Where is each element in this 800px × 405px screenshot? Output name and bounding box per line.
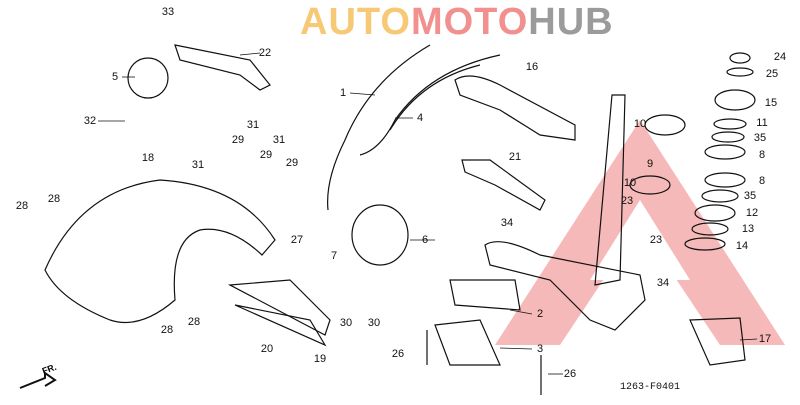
callout-8: 8 [758, 149, 766, 161]
callout-35: 35 [753, 132, 767, 144]
watermark-text: AUTOMOTOHUB [300, 0, 614, 44]
callout-5: 5 [111, 71, 119, 83]
wire-1 [327, 44, 431, 211]
watermark-hub: HUB [528, 1, 614, 43]
callout-7: 7 [330, 250, 338, 262]
callout-9: 9 [646, 158, 654, 170]
callout-10: 10 [633, 118, 647, 130]
callout-14: 14 [735, 240, 749, 252]
callout-20: 20 [260, 343, 274, 355]
callout-30b: 30 [367, 317, 381, 329]
callout-25: 25 [765, 68, 779, 80]
bearing-stack [629, 52, 756, 251]
steering-stem [594, 94, 626, 286]
callout-23b: 23 [649, 234, 663, 246]
bracket-2 [449, 279, 521, 311]
callout-29c: 29 [285, 157, 299, 169]
horn-6 [351, 204, 409, 266]
top-bridge [454, 75, 576, 141]
callout-34b: 34 [656, 277, 670, 289]
callout-3: 3 [536, 343, 544, 355]
callout-10b: 10 [623, 177, 637, 189]
watermark-auto: AUTO [300, 1, 411, 43]
mud-guard-20 [227, 279, 331, 336]
callout-6: 6 [421, 234, 429, 246]
callout-26: 26 [391, 348, 405, 360]
callout-35b: 35 [743, 190, 757, 202]
bracket-22 [174, 44, 271, 91]
callout-2: 2 [536, 308, 544, 320]
callout-21: 21 [508, 151, 522, 163]
callout-24: 24 [773, 51, 787, 63]
callout-4: 4 [416, 112, 424, 124]
front-arrow-icon [19, 371, 57, 389]
callout-16: 16 [525, 61, 539, 73]
bracket-21 [461, 159, 546, 211]
diagram-code: 1263-F0401 [620, 382, 681, 393]
callout-12: 12 [745, 207, 759, 219]
callout-32: 32 [83, 115, 97, 127]
wire-4b [389, 64, 481, 131]
wire-4 [359, 54, 501, 156]
callout-28: 28 [47, 193, 61, 205]
callout-31b: 31 [246, 119, 260, 131]
callout-28c: 28 [160, 324, 174, 336]
switch-3 [434, 319, 501, 366]
callout-18: 18 [141, 152, 155, 164]
callout-30: 30 [339, 317, 353, 329]
callout-31: 31 [191, 159, 205, 171]
callout-23: 23 [620, 195, 634, 207]
callout-29: 29 [231, 134, 245, 146]
leader-lines [98, 52, 758, 375]
callout-33: 33 [161, 6, 175, 18]
front-fender [44, 179, 276, 324]
bottom-bridge [484, 241, 646, 331]
callout-29b: 29 [259, 149, 273, 161]
callout-28b: 28 [15, 200, 29, 212]
callout-11: 11 [756, 117, 768, 129]
callout-17: 17 [758, 333, 772, 345]
callout-27: 27 [290, 234, 304, 246]
callout-22: 22 [258, 47, 272, 59]
callout-8b: 8 [758, 175, 766, 187]
watermark-moto: MOTO [410, 1, 529, 43]
horn-5 [127, 57, 169, 99]
callout-13: 13 [741, 223, 755, 235]
callout-26b: 26 [563, 368, 577, 380]
callout-31c: 31 [272, 134, 286, 146]
callout-19: 19 [313, 353, 327, 365]
callout-1: 1 [339, 87, 347, 99]
ignition-switch-17 [689, 317, 746, 366]
stay-19 [234, 304, 327, 347]
callout-28d: 28 [187, 316, 201, 328]
watermark-triangle-logo [495, 120, 785, 345]
callout-34: 34 [500, 217, 514, 229]
callout-15: 15 [764, 97, 778, 109]
